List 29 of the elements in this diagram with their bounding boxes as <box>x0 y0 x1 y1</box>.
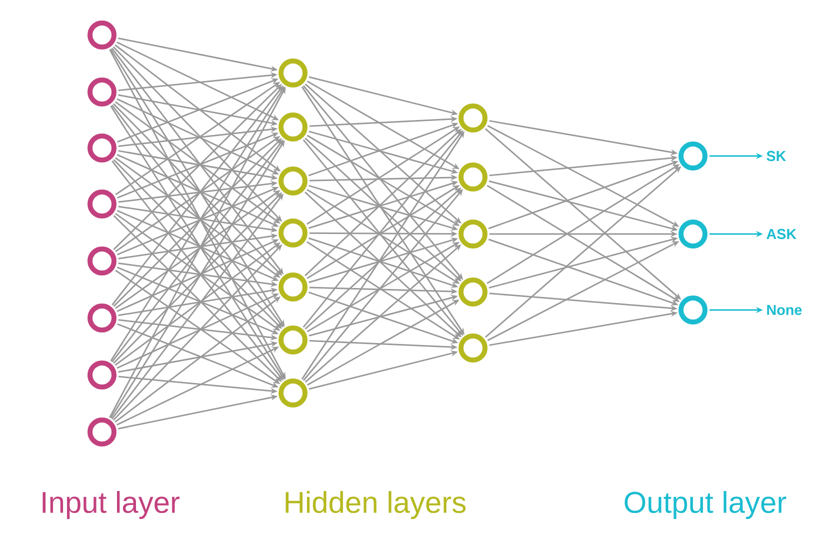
neuron-circle <box>458 278 488 306</box>
neuron-circle <box>88 304 116 332</box>
output-label: ASK <box>766 228 796 240</box>
layer-label: Hidden layers <box>286 491 466 519</box>
neuron-circle <box>88 246 116 276</box>
neuron-circle <box>88 134 116 162</box>
neuron-circle <box>88 78 116 106</box>
neuron-circle <box>678 142 708 170</box>
neuron-circle <box>458 334 488 362</box>
neuron-circle <box>458 162 488 192</box>
neuron-circle <box>278 272 308 302</box>
neuron-circle <box>88 190 116 218</box>
layer-label: Output layer <box>624 491 786 519</box>
neuron-circle <box>278 58 308 88</box>
neuron-circle <box>88 418 116 446</box>
neuron-circle <box>678 296 708 324</box>
neuron-circle <box>278 326 308 354</box>
neuron-circle <box>278 378 308 408</box>
neuron-circle <box>88 360 116 390</box>
output-label: SK <box>766 150 786 162</box>
neuron-circle <box>88 20 116 50</box>
neuron-circle <box>278 218 308 248</box>
layer-label: Input layer <box>42 491 180 519</box>
output-label: None <box>767 304 802 316</box>
neuron-circle <box>278 166 308 196</box>
neuron-circle <box>458 220 488 248</box>
neuron-circle <box>678 220 708 248</box>
neuron-circle <box>458 104 488 132</box>
neuron-circle <box>278 112 308 142</box>
